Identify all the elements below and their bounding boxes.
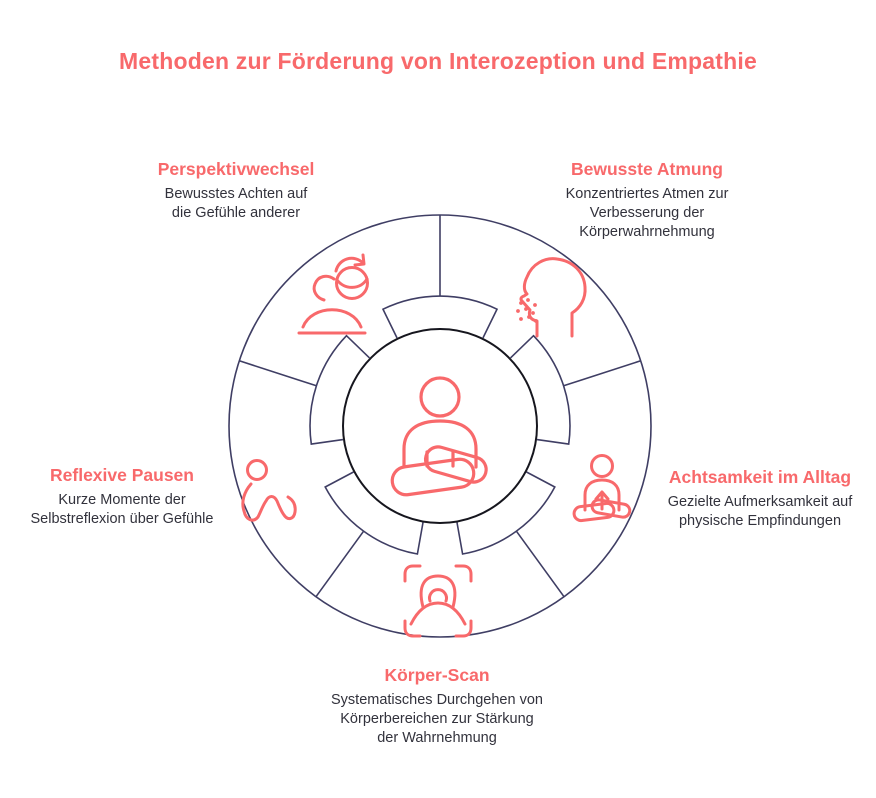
inner-tab-group xyxy=(309,295,571,555)
hub-circle xyxy=(342,328,538,524)
tab-left xyxy=(309,334,371,446)
segment-description: Konzentriertes Atmen zur Verbesserung de… xyxy=(565,186,729,240)
segment-title: Achtsamkeit im Alltag xyxy=(668,467,852,487)
tab-bottom-right xyxy=(456,471,556,555)
breathing-head-profile-icon xyxy=(516,257,587,338)
segment-description: Bewusstes Achten auf die Gefühle anderer xyxy=(164,186,308,221)
segment-label-reflexive-pausen: Reflexive Pausen Kurze Momente der Selbs… xyxy=(0,464,244,529)
meditation-person-icon xyxy=(390,376,488,497)
perspective-rotate-globe-icon xyxy=(297,253,369,335)
segment-description: Systematisches Durchgehen von Körperbere… xyxy=(331,692,543,746)
tab-bottom-left xyxy=(324,471,424,555)
tab-right xyxy=(509,334,571,446)
segment-label-koerper-scan: Körper-Scan Systematisches Durchgehen vo… xyxy=(307,664,567,748)
breath-particles xyxy=(516,298,538,323)
resting-figure-icon xyxy=(241,459,297,522)
segment-label-bewusste-atmung: Bewusste Atmung Konzentriertes Atmen zur… xyxy=(517,158,777,242)
divider-upper-right xyxy=(563,360,641,387)
tab-top xyxy=(381,295,499,339)
segment-title: Bewusste Atmung xyxy=(570,159,723,179)
divider-lower-right xyxy=(515,530,565,598)
segment-description: Kurze Momente der Selbstreflexion über G… xyxy=(30,492,214,527)
segment-label-achtsamkeit-im-alltag: Achtsamkeit im Alltag Gezielte Aufmerksa… xyxy=(644,466,876,531)
divider-lower-left xyxy=(315,530,365,598)
segment-title: Perspektivwechsel xyxy=(157,159,315,179)
segment-title: Körper-Scan xyxy=(384,665,490,685)
segment-description: Gezielte Aufmerksamkeit auf physische Em… xyxy=(667,494,853,529)
outer-ring-group xyxy=(228,214,652,638)
mindful-meditation-arrow-icon xyxy=(572,454,632,523)
page-title: Methoden zur Förderung von Interozeption… xyxy=(119,48,757,74)
divider-upper-left xyxy=(239,360,317,387)
segment-label-perspektivwechsel: Perspektivwechsel Bewusstes Achten auf d… xyxy=(106,158,366,223)
segment-title: Reflexive Pausen xyxy=(50,465,194,485)
body-scan-frame-icon xyxy=(403,564,473,638)
